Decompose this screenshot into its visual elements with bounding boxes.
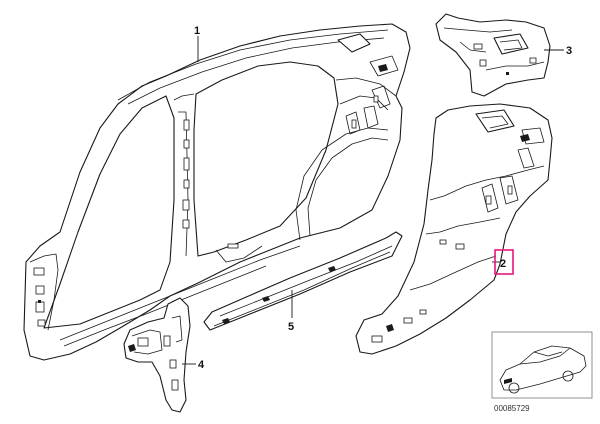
vehicle-thumbnail — [491, 331, 593, 399]
callout-1[interactable]: 1 — [194, 25, 200, 37]
lower-b-pillar-reinforcement-part-4[interactable] — [123, 297, 196, 413]
rear-wheel-arch-panel-part-2[interactable] — [355, 103, 553, 355]
callout-4[interactable]: 4 — [198, 359, 205, 371]
callout-3[interactable]: 3 — [566, 45, 572, 57]
side-frame-part-1[interactable] — [23, 23, 411, 361]
callout-5[interactable]: 5 — [288, 321, 294, 333]
car-icon — [499, 345, 587, 394]
sill-strip-part-5[interactable] — [203, 231, 403, 331]
callout-2[interactable]: 2 — [500, 258, 506, 270]
callout-2-highlight-box — [494, 249, 514, 275]
diagram-reference-number: 00085729 — [494, 404, 530, 413]
upper-quarter-panel-part-3[interactable] — [435, 13, 564, 97]
